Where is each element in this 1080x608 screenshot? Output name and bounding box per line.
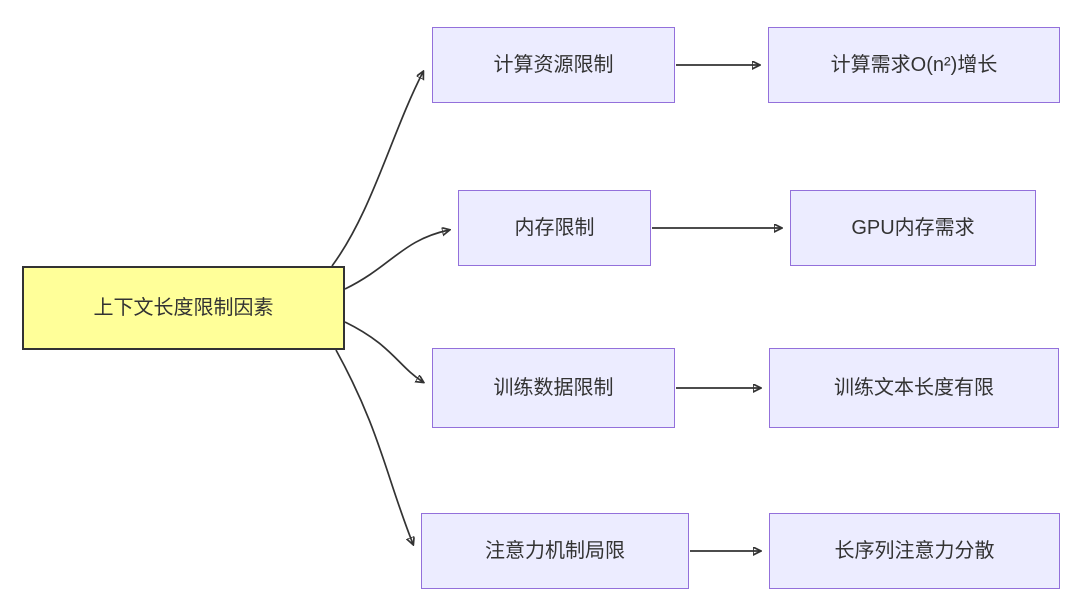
edge-root-to-memory-limit xyxy=(344,230,449,290)
node-compute-demand: 计算需求O(n²)增长 xyxy=(768,27,1060,103)
edge-root-to-compute-limit xyxy=(331,72,423,267)
node-attention-dispersion: 长序列注意力分散 xyxy=(769,513,1060,589)
node-gpu-memory: GPU内存需求 xyxy=(790,190,1036,266)
node-memory-limit: 内存限制 xyxy=(458,190,651,266)
node-root: 上下文长度限制因素 xyxy=(22,266,345,350)
node-compute-limit: 计算资源限制 xyxy=(432,27,675,103)
edge-root-to-attention-limit xyxy=(335,349,413,544)
node-attention-limit: 注意力机制局限 xyxy=(421,513,689,589)
node-training-data-limit: 训练数据限制 xyxy=(432,348,675,428)
edge-root-to-training-data-limit xyxy=(344,321,423,382)
node-training-text: 训练文本长度有限 xyxy=(769,348,1059,428)
